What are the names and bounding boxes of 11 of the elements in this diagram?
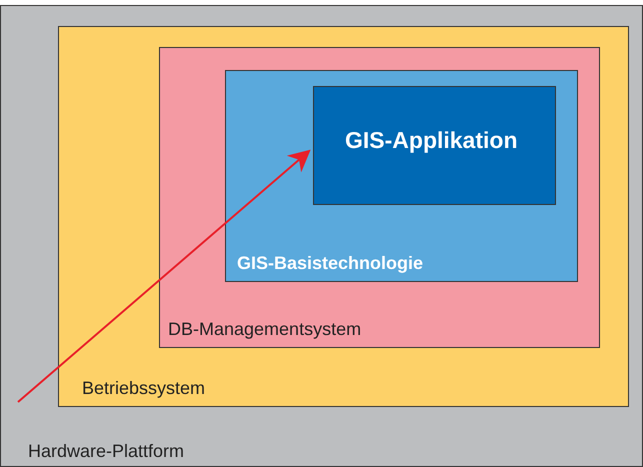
system-layer	[58, 26, 629, 407]
technology-layer	[225, 70, 578, 282]
application-layer	[313, 86, 556, 205]
layer-label: Betriebssystem	[82, 378, 206, 399]
database-layer	[159, 47, 600, 348]
layer-label: GIS-Basistechnologie	[237, 253, 424, 274]
layer-label: Hardware-Plattform	[28, 441, 184, 462]
layer-label: DB-Managementsystem	[168, 319, 362, 340]
layer-label: GIS-Applikation	[345, 127, 518, 154]
arrow	[17, 150, 311, 403]
platform-layer	[0, 5, 643, 467]
